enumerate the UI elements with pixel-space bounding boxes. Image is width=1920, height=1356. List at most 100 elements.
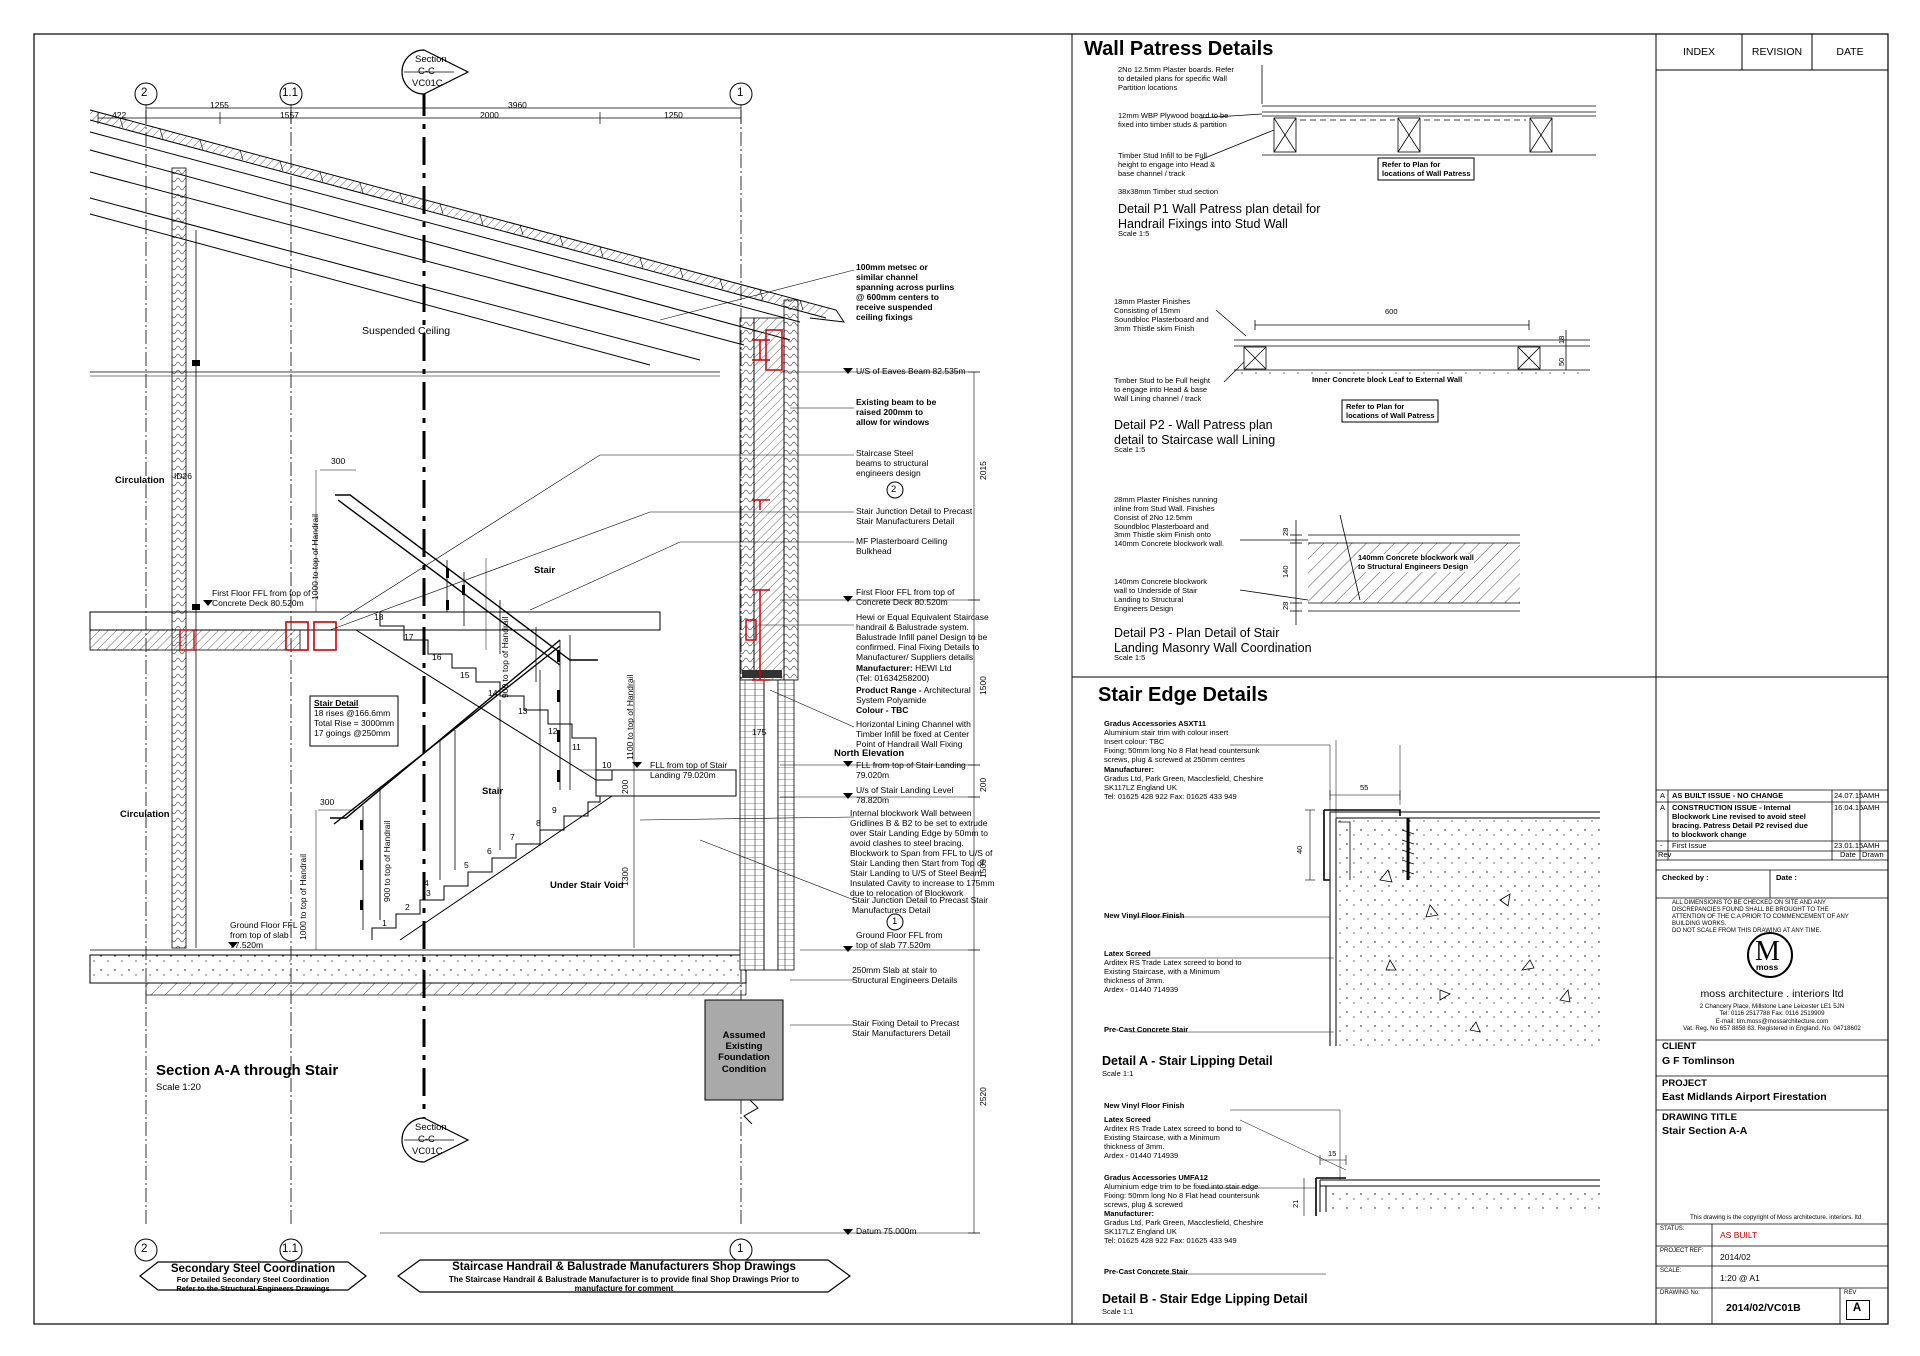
patress-note: Timber Stud to be Full height to engage …: [1114, 376, 1211, 403]
revision-drawn-by: AMH: [1863, 841, 1880, 850]
project-ref-value: 2014/02: [1720, 1252, 1751, 1262]
dimension: 55: [1360, 783, 1369, 792]
eaves-annotation: U/S of Eaves Beam 82.535m: [856, 366, 966, 376]
title-block-header: REVISION: [1751, 46, 1803, 58]
step-number: 15: [460, 670, 470, 680]
detail-scale: Scale 1:5: [1114, 653, 1146, 662]
step-number: 12: [548, 726, 558, 736]
colour-value: TBC: [890, 705, 909, 715]
revision-date: 23.01.15: [1834, 841, 1864, 850]
step-number: 11: [572, 742, 581, 752]
latex-label: Latex Screed: [1104, 949, 1151, 958]
gradus-spec: Aluminium stair trim with colour insert …: [1104, 728, 1260, 764]
product-annotation: Product Range - Architectural System Pol…: [856, 685, 971, 705]
metsec-annotation: 100mm metsec or similar channel spanning…: [856, 262, 955, 323]
patress-plan-reference: Refer to Plan for locations of Wall Patr…: [1382, 160, 1471, 178]
company-address: 2 Chancery Place, Millstone Lane Leicest…: [1683, 1003, 1861, 1032]
level-annotation: FLL from top of Stair Landing 79.020m: [856, 760, 966, 781]
manufacturer-value: HEWI Ltd (Tel: 01634258200): [856, 663, 952, 684]
gridline-label-bottom: 2: [141, 1243, 148, 1255]
section-title: Section A-A through Stair: [156, 1062, 339, 1079]
project-name: East Midlands Airport Firestation: [1662, 1091, 1827, 1103]
dimension: 40: [1295, 845, 1304, 854]
step-number: 10: [602, 760, 612, 770]
drawing-number-label: DRAWING No:: [1660, 1290, 1700, 1296]
manufacturer-details: Gradus Ltd, Park Green, Macclesfield, Ch…: [1104, 774, 1264, 801]
dimension: 28: [1281, 601, 1290, 610]
scale-label: SCALE:: [1660, 1268, 1682, 1274]
circulation-label: Circulation: [115, 475, 165, 486]
handrail-dimension: 1100 to top of Handrail: [625, 674, 635, 760]
scale-value: 1:20 @ A1: [1720, 1273, 1760, 1283]
colour-annotation: Colour - TBC: [856, 705, 908, 715]
step-number: 1: [382, 918, 387, 928]
existing-beam-annotation: Existing beam to be raised 200mm to allo…: [856, 397, 937, 428]
step-number: 13: [518, 706, 528, 716]
copyright-text: This drawing is the copyright of Moss ar…: [1690, 1214, 1862, 1221]
revision-index: A: [1660, 803, 1666, 812]
title-block-header: INDEX: [1682, 46, 1716, 58]
disclaimer-text: ALL DIMENSIONS TO BE CHECKED ON SITE AND…: [1672, 900, 1849, 935]
rev-column-label: Rev: [1658, 850, 1672, 859]
stair-label: Stair: [534, 565, 556, 576]
patress-note: 18mm Plaster Finishes Consisting of 15mm…: [1114, 297, 1209, 333]
handrail-dimension: 1000 to top of Handrail: [298, 853, 308, 940]
dimension: 600: [1385, 307, 1398, 316]
status-value: AS BUILT: [1720, 1230, 1758, 1240]
revision-date: 16.04.15: [1834, 803, 1864, 812]
dimension: 15: [1328, 1149, 1337, 1158]
stair-label: Stair: [482, 786, 504, 797]
latex-spec: Arditex RS Trade Latex screed to bond to…: [1104, 958, 1242, 994]
title-block-header: DATE: [1836, 46, 1864, 58]
section-marker-bottom-sheet: VC01C: [412, 1146, 443, 1157]
step-number: 6: [487, 846, 492, 856]
stair-edge-heading: Stair Edge Details: [1098, 684, 1269, 706]
blockwork-annotation: Internal blockwork Wall between Gridline…: [850, 808, 995, 899]
client-label: CLIENT: [1662, 1041, 1697, 1052]
suspended-ceiling-label: Suspended Ceiling: [362, 325, 451, 337]
dimension: 2000: [480, 110, 499, 120]
member-id-label: ID26: [174, 471, 192, 481]
step-number: 2: [405, 902, 410, 912]
vinyl-label: New Vinyl Floor Finish: [1104, 911, 1185, 920]
detail-b-title: Detail B - Stair Edge Lipping Detail: [1102, 1292, 1308, 1306]
section-marker-top-sheet: VC01C: [412, 78, 443, 89]
section-marker-bottom-label: Section: [415, 1122, 447, 1133]
dimension: 200: [978, 777, 988, 792]
precast-label: Pre-Cast Concrete Stair: [1104, 1267, 1189, 1276]
blockwork-label: 140mm Concrete blockwork wall to Structu…: [1358, 553, 1474, 572]
revision-index: -: [1660, 841, 1663, 850]
slab-annotation: 250mm Slab at stair to Structural Engine…: [852, 965, 958, 986]
gradus-spec: Aluminium edge trim to be fixed into sta…: [1104, 1182, 1260, 1209]
logo-monogram: M: [1755, 936, 1780, 967]
colour-label: Colour -: [856, 705, 889, 715]
revision-drawn-by: AMH: [1863, 791, 1880, 800]
section-marker-bottom-id: C-C: [418, 1134, 435, 1145]
dimension: 140: [1281, 565, 1290, 578]
secondary-steel-banner-title: Secondary Steel Coordination: [170, 1263, 336, 1275]
step-number: 9: [552, 805, 557, 815]
grid-bubble-label: 1: [892, 916, 898, 927]
dimension: 1255: [210, 100, 229, 110]
step-number: 17: [404, 632, 414, 642]
stair-junction-annotation: Stair Junction Detail to Precast Stair M…: [852, 895, 989, 916]
dimension: 200: [620, 779, 630, 794]
detail-p1-title: Detail P1 Wall Patress plan detail for H…: [1118, 202, 1321, 231]
gridline-label-bottom: 1: [737, 1243, 744, 1255]
manufacturer-annotation: Manufacturer: HEWI Ltd (Tel: 01634258200…: [856, 663, 951, 683]
patress-note: 28mm Plaster Finishes running inline fro…: [1114, 495, 1225, 549]
latex-spec: Arditex RS Trade Latex screed to bond to…: [1104, 1124, 1242, 1160]
revision-description: First Issue: [1672, 841, 1707, 850]
manufacturer-label: Manufacturer:: [856, 663, 913, 673]
client-name: G F Tomlinson: [1662, 1055, 1735, 1067]
drawing-number: 2014/02/VC01B: [1726, 1302, 1801, 1314]
step-number: 16: [432, 652, 442, 662]
detail-scale: Scale 1:1: [1102, 1069, 1134, 1078]
step-number: 7: [510, 832, 515, 842]
detail-p3-title: Detail P3 - Plan Detail of Stair Landing…: [1114, 626, 1312, 655]
dimension: 21: [1291, 1199, 1300, 1208]
manufacturer-details: Gradus Ltd, Park Green, Macclesfield, Ch…: [1104, 1218, 1264, 1245]
handrail-system-annotation: Hewi or Equal Equivalent Staircase handr…: [856, 612, 989, 663]
dimension: 300: [331, 456, 346, 466]
date-column-label: Date: [1840, 850, 1856, 859]
